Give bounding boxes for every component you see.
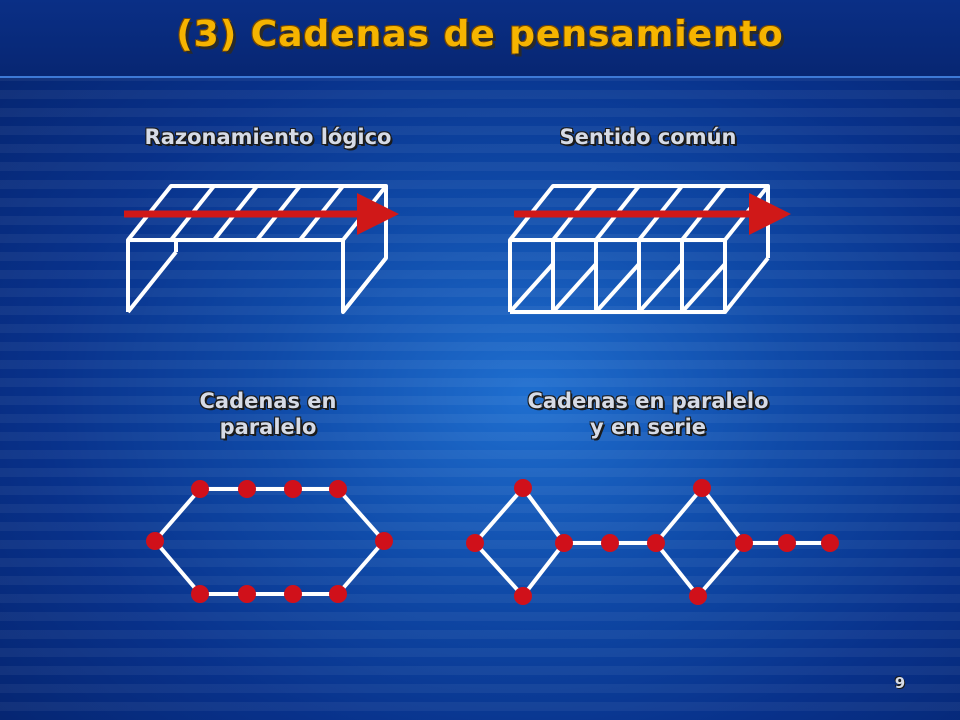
cs-back-leg: [723, 256, 770, 314]
pc-node-bottom-4: [329, 585, 347, 603]
pc-node-top-2: [238, 480, 256, 498]
label-parallel-series-line1: Cadenas en paralelo: [527, 389, 769, 413]
lr-right-brace: [341, 256, 388, 314]
label-parallel-series-line2: y en serie: [589, 415, 707, 439]
ps-node-7: [693, 479, 711, 497]
ps-node-3: [514, 587, 532, 605]
ps-node-10: [778, 534, 796, 552]
page-number: 9: [894, 674, 906, 692]
ps-node-8: [689, 587, 707, 605]
label-parallel-chains-line1: Cadenas en: [199, 389, 337, 413]
cs-leg-1: [510, 240, 555, 314]
label-parallel-series-chains: Cadenas en paralelo y en serie: [498, 388, 798, 440]
ps-node-1: [466, 534, 484, 552]
common-sense-diagram: [508, 184, 770, 314]
pc-node-left: [146, 532, 164, 550]
cs-leg-2b: [551, 262, 598, 314]
ps-node-4: [555, 534, 573, 552]
cs-leg-4b: [637, 262, 684, 314]
lr-outline: [126, 184, 388, 314]
logical-reasoning-diagram: [126, 184, 388, 314]
cs-leg-1b: [508, 262, 555, 314]
cs-leg-2: [553, 240, 598, 314]
cs-leg-3: [596, 240, 641, 314]
parallel-series-diagram: [466, 479, 839, 605]
pc-node-bottom-1: [191, 585, 209, 603]
ps-diamond-2: [654, 486, 746, 598]
cs-leg-3b: [594, 262, 641, 314]
parallel-chains-edges: [153, 487, 386, 596]
pc-node-top-1: [191, 480, 209, 498]
parallel-chains-diagram: [146, 480, 393, 603]
ps-node-9: [735, 534, 753, 552]
ps-node-11: [821, 534, 839, 552]
slide-title: (3) Cadenas de pensamiento: [176, 14, 784, 55]
label-logical-reasoning: Razonamiento lógico: [144, 125, 392, 149]
cs-leg-4: [639, 240, 684, 314]
pc-node-bottom-2: [238, 585, 256, 603]
ps-node-6: [647, 534, 665, 552]
lr-left-brace: [126, 250, 178, 314]
pc-node-right: [375, 532, 393, 550]
ps-diamond-1: [473, 486, 566, 598]
ps-node-5: [601, 534, 619, 552]
ps-node-2: [514, 479, 532, 497]
label-common-sense: Sentido común: [559, 125, 737, 149]
pc-node-bottom-3: [284, 585, 302, 603]
cs-leg-5b: [680, 262, 727, 314]
label-parallel-chains-line2: paralelo: [219, 415, 317, 439]
label-parallel-chains: Cadenas en paralelo: [118, 388, 418, 440]
title-bar: [0, 0, 960, 78]
pc-node-top-4: [329, 480, 347, 498]
cs-leg-5: [682, 240, 727, 314]
pc-node-top-3: [284, 480, 302, 498]
